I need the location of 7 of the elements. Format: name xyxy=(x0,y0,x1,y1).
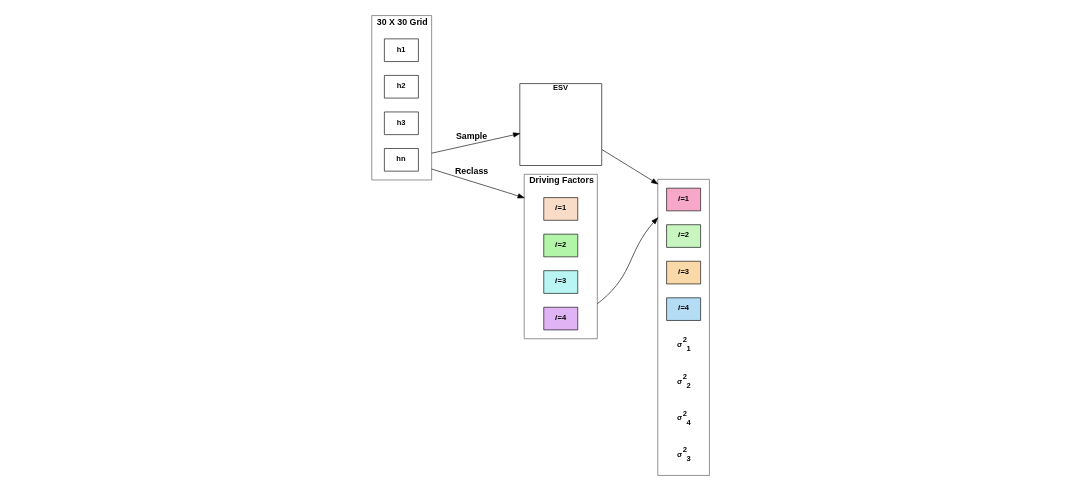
arrow xyxy=(596,217,658,304)
arrow xyxy=(430,168,525,199)
cluster xyxy=(656,179,710,476)
edge-label: Sample xyxy=(455,130,487,141)
arrow xyxy=(430,132,520,154)
edge-label: Reclass xyxy=(454,166,488,177)
arrow xyxy=(601,149,658,185)
